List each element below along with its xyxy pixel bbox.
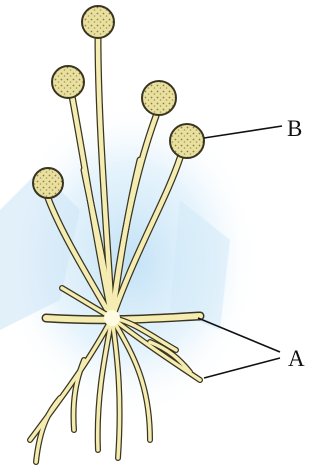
sporangium-5 (33, 168, 63, 198)
sporangium-2 (52, 66, 84, 98)
background-glow (0, 100, 260, 420)
label-a: A (288, 346, 305, 371)
label-b: B (287, 116, 302, 141)
sporangium-1 (82, 6, 114, 38)
pointer-b (204, 126, 282, 138)
node-center (104, 310, 120, 326)
sporangium-3 (142, 81, 176, 115)
sporangium-4 (170, 124, 204, 158)
